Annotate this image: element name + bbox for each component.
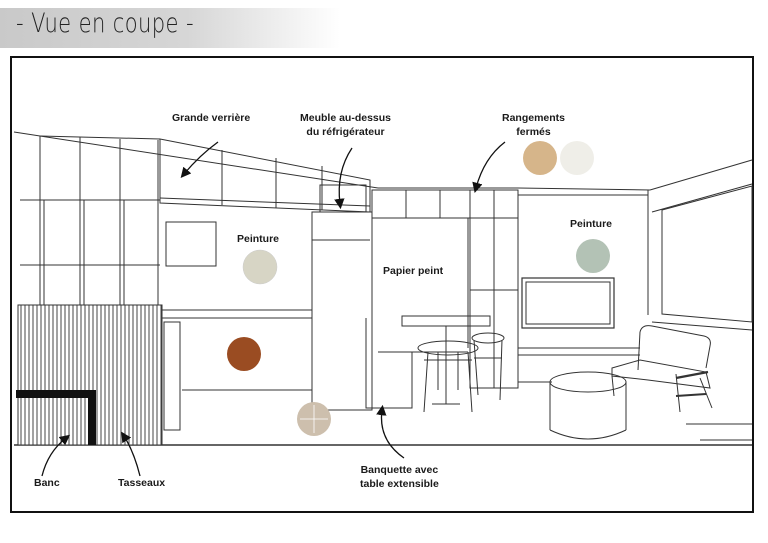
verriere	[20, 135, 371, 305]
swatch-rangement-wood	[523, 141, 557, 175]
arrow-rangements	[472, 141, 506, 194]
label-meuble-refrigerateur: Meuble au-dessus du réfrigérateur	[300, 111, 391, 139]
swatch-peinture-right	[576, 239, 610, 273]
label-tasseaux: Tasseaux	[118, 477, 166, 489]
armchair	[611, 325, 713, 413]
title-band	[0, 8, 340, 48]
label-rangements-line2: fermés	[516, 126, 551, 138]
chair-left	[417, 340, 479, 413]
label-rangements-line1: Rangements	[502, 112, 566, 124]
swatch-rangement-white	[560, 141, 594, 175]
drawing-frame	[10, 56, 754, 513]
swatch-peinture-left	[242, 249, 278, 285]
banc	[16, 390, 96, 445]
label-banquette-line2: table extensible	[360, 478, 439, 490]
label-banquette: Banquette avec table extensible	[360, 463, 439, 491]
label-banquette-line1: Banquette avec	[360, 464, 439, 476]
label-meuble-line2: du réfrigérateur	[306, 126, 385, 138]
label-banc: Banc	[34, 477, 60, 489]
label-meuble-line1: Meuble au-dessus	[300, 112, 392, 124]
arrow-meuble	[334, 147, 353, 210]
label-rangements: Rangements fermés	[502, 111, 565, 139]
arrow-banquette	[376, 404, 405, 459]
arrow-banc	[41, 434, 71, 477]
arrow-tasseaux	[121, 431, 141, 477]
page-title: - Vue en coupe -	[16, 8, 194, 39]
chair-right	[471, 332, 505, 401]
label-grande-verriere: Grande verrière	[172, 112, 251, 124]
label-peinture-left: Peinture	[237, 233, 280, 245]
arrow-verriere	[180, 141, 219, 178]
label-peinture-right: Peinture	[570, 218, 613, 230]
swatch-terracotta	[227, 337, 261, 371]
label-papier-peint: Papier peint	[383, 265, 444, 277]
